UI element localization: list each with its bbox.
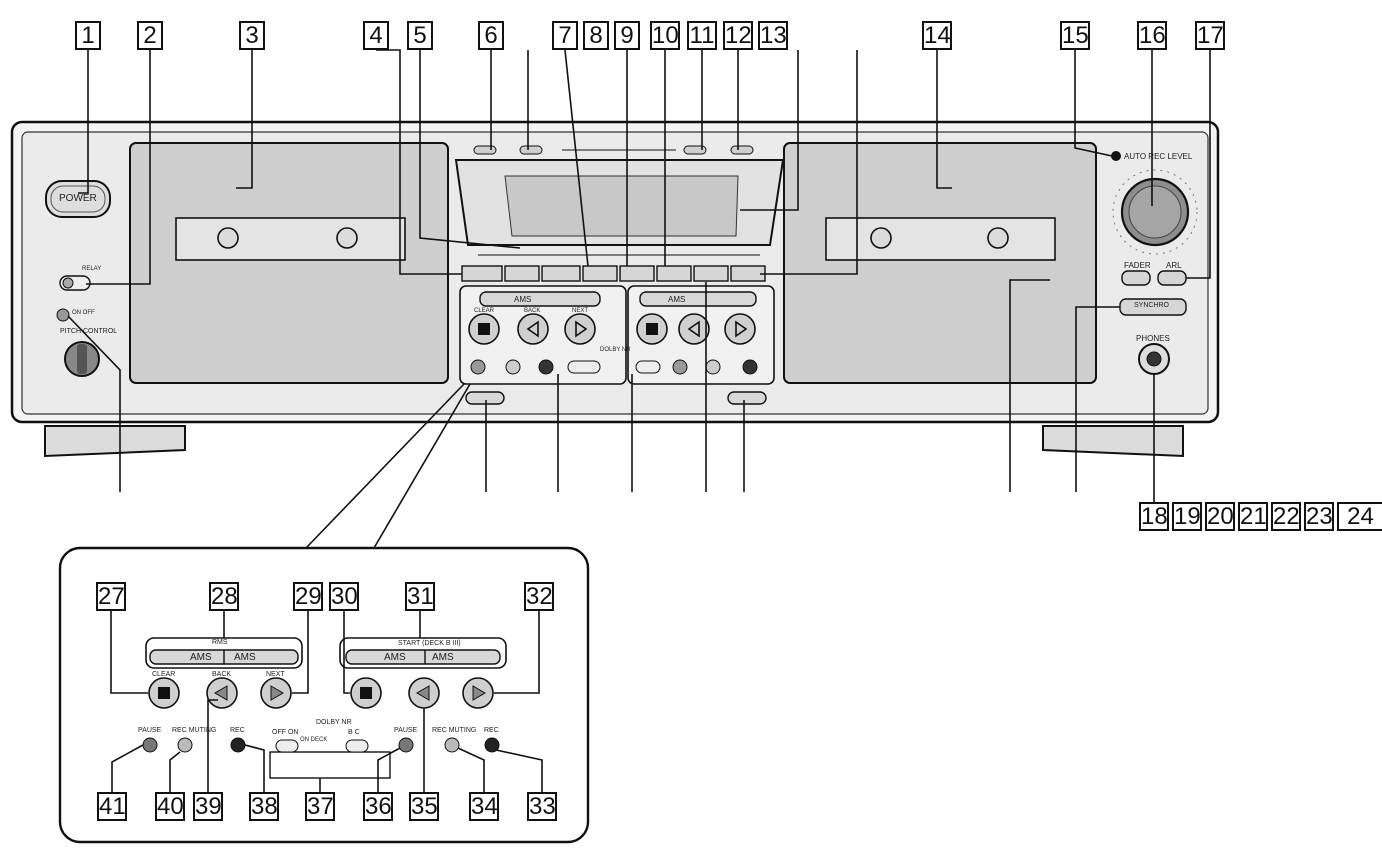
callout-8: 8 [583,21,609,50]
deck-a [129,142,449,384]
inset-pause-label-1: PAUSE [138,727,162,734]
callout-9: 9 [614,21,640,50]
callout-38: 38 [249,792,279,821]
inset-ams-1: AMS [190,652,212,663]
arl-label: ARL [1166,261,1182,270]
inset-rec-label-2: REC [484,727,499,734]
inset-detail [58,383,590,844]
callout-22: 22 [1271,502,1301,531]
callout-13: 13 [758,21,788,50]
mode-button-row [461,254,766,282]
callout-23: 23 [1304,502,1334,531]
deck-b-tape-slot [825,217,1056,261]
callout-7: 7 [552,21,578,50]
callout-21: 21 [1238,502,1268,531]
power-button [45,180,111,218]
callout-41: 41 [97,792,127,821]
deck-a-transport [459,285,627,385]
callout-3: 3 [239,21,265,50]
deck-b-window [783,142,1097,384]
callout-32: 32 [524,582,554,611]
inset-clear-label: CLEAR [152,671,176,678]
callout-15: 15 [1060,21,1090,50]
callout-6: 6 [478,21,504,50]
inset-rec-muting-label-1: REC MUTING [172,727,217,734]
callout-16: 16 [1137,21,1167,50]
eject-button-b [727,391,767,405]
inset-rms-label: RMS [212,639,228,646]
callout-11: 11 [687,21,717,50]
callout-14: 14 [922,21,952,50]
rec-level-label: AUTO REC LEVEL [1124,152,1193,161]
fader-label: FADER [1124,261,1151,270]
callout-10: 10 [650,21,680,50]
callout-36: 36 [363,792,393,821]
inset-dolby-sub: ON DECK [300,737,328,743]
leader-lines [67,49,1211,502]
callout-4: 4 [363,21,389,50]
callout-5: 5 [407,21,433,50]
dolby-label: DOLBY NR [600,347,631,353]
back-label: BACK [524,308,541,314]
callout-27: 27 [96,582,126,611]
deck-b-transport [627,285,775,385]
inset-pause-label-2: PAUSE [394,727,418,734]
callout-17: 17 [1195,21,1225,50]
callout-18: 18 [1139,502,1169,531]
callout-24: 24 [1337,502,1382,531]
pitch-onoff-switch [56,308,70,322]
synchro-label: SYNCHRO [1134,302,1170,309]
ams-label-a: AMS [514,295,532,304]
inset-dolby-options: OFF ON [272,729,299,736]
phones-label: PHONES [1136,334,1170,343]
pitch-onoff-label: ON OFF [72,310,95,316]
inset-ams-2: AMS [234,652,256,663]
inset-ams-3: AMS [384,652,406,663]
callout-2: 2 [137,21,163,50]
foot-right [1042,425,1184,458]
deck-b [783,142,1097,384]
callout-39: 39 [193,792,223,821]
rec-level-knob [1112,169,1198,255]
eject-button-a [465,391,505,405]
inset-rec-muting-label-2: REC MUTING [432,727,477,734]
inset-dolby-b-label: B C [348,729,360,736]
callout-28: 28 [209,582,239,611]
clear-label: CLEAR [474,308,495,314]
callout-30: 30 [329,582,359,611]
callout-29: 29 [293,582,323,611]
inset-back-label: BACK [212,671,232,678]
next-label: NEXT [572,308,589,314]
ams-label-b: AMS [668,295,686,304]
callout-1: 1 [75,21,101,50]
callout-31: 31 [405,582,435,611]
inset-next-label: NEXT [266,671,285,678]
callout-19: 19 [1172,502,1202,531]
inset-start-label: START (DECK B III) [398,640,461,647]
callout-34: 34 [469,792,499,821]
deck-a-window [129,142,449,384]
callout-40: 40 [155,792,185,821]
pitch-control-label: PITCH CONTROL [60,328,118,335]
power-label: POWER [59,193,97,204]
callout-35: 35 [409,792,439,821]
relay-label: RELAY [82,266,102,272]
inset-rec-label-1: REC [230,727,245,734]
arl-button [1157,270,1187,286]
deck-a-tape-slot [175,217,406,261]
foot-left [44,425,186,458]
fader-button [1121,270,1151,286]
callout-12: 12 [723,21,753,50]
inset-ams-4: AMS [432,652,454,663]
callout-20: 20 [1205,502,1235,531]
inset-dolby-label: DOLBY NR [316,719,352,726]
callout-37: 37 [305,792,335,821]
callout-33: 33 [527,792,557,821]
